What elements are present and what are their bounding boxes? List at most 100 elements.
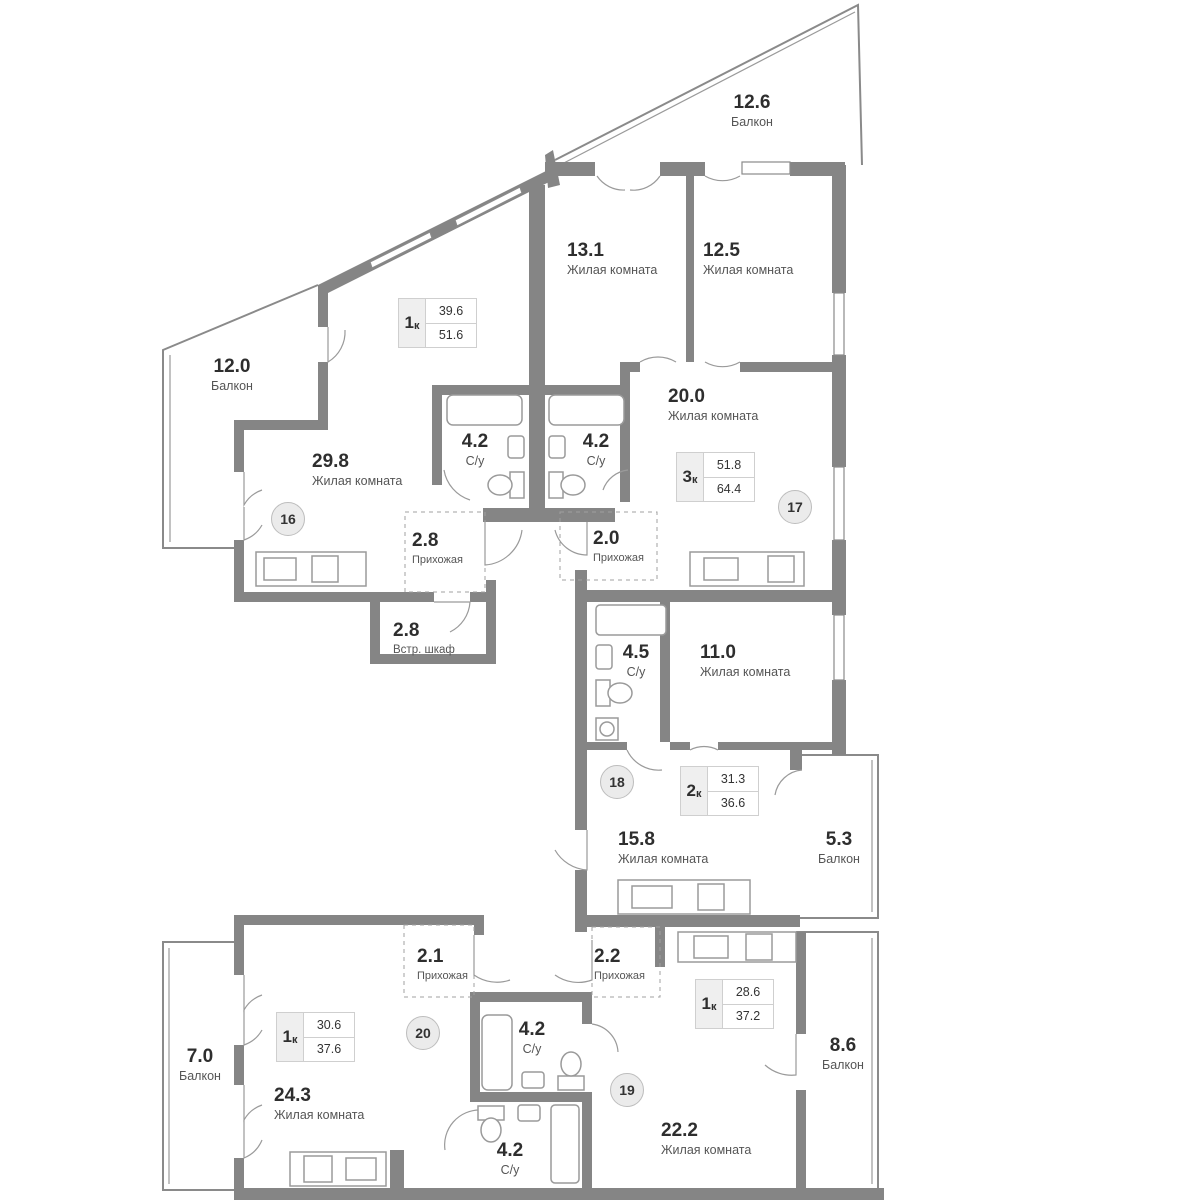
room-label-balcony-12-6: 12.6 Балкон: [712, 92, 792, 130]
room-area: 11.0: [700, 642, 736, 663]
room-label-bath-4-2-b: 4.2 С/у: [576, 431, 616, 469]
room-name: Балкон: [822, 1058, 864, 1072]
room-name: Жилая комната: [567, 263, 658, 277]
room-area: 2.8: [412, 530, 439, 551]
room-label-balcony-7-0: 7.0 Балкон: [168, 1046, 232, 1084]
room-name: Балкон: [818, 852, 860, 866]
room-area: 2.0: [593, 528, 620, 549]
room-area: 29.8: [312, 451, 349, 472]
room-name: С/у: [586, 454, 606, 468]
room-name: Балкон: [179, 1069, 221, 1083]
room-area: 12.0: [213, 356, 251, 377]
room-name: Прихожая: [412, 554, 463, 566]
room-name: Жилая комната: [312, 474, 403, 488]
room-name: Прихожая: [594, 970, 645, 982]
room-label-bath-4-2-c: 4.2 С/у: [512, 1019, 552, 1057]
room-label-living-13-1: 13.1 Жилая комната: [567, 240, 657, 278]
room-label-hall-2-0: 2.0 Прихожая: [593, 528, 644, 566]
room-area: 4.2: [496, 1140, 524, 1161]
room-area: 2.8: [393, 620, 420, 641]
room-area: 12.5: [703, 240, 740, 261]
room-name: Прихожая: [593, 552, 644, 564]
room-name: Встр. шкаф: [393, 644, 455, 656]
room-label-closet-2-8: 2.8 Встр. шкаф: [393, 620, 455, 658]
room-name: Жилая комната: [618, 852, 709, 866]
room-label-living-12-5: 12.5 Жилая комната: [703, 240, 793, 278]
room-area: 5.3: [825, 829, 853, 850]
room-label-hall-2-1: 2.1 Прихожая: [417, 946, 468, 984]
room-area: 13.1: [567, 240, 604, 261]
balcony-outlines: [162, 3, 879, 1191]
room-label-hall-2-2: 2.2 Прихожая: [594, 946, 645, 984]
total-area: 36.6: [708, 790, 758, 816]
room-name: Балкон: [211, 379, 253, 393]
room-label-hall-2-8: 2.8 Прихожая: [412, 530, 463, 568]
room-label-living-24-3: 24.3 Жилая комната: [274, 1085, 364, 1123]
room-area: 20.0: [668, 386, 705, 407]
room-area: 4.2: [582, 431, 610, 452]
room-area: 15.8: [618, 829, 655, 850]
room-name: С/у: [465, 454, 485, 468]
doors: [243, 175, 803, 1159]
room-label-living-11-0: 11.0 Жилая комната: [700, 642, 790, 680]
room-name: Прихожая: [417, 970, 468, 982]
room-area: 4.5: [622, 642, 650, 663]
room-name: Жилая комната: [700, 665, 791, 679]
room-area: 22.2: [661, 1120, 698, 1141]
apartment-number-19[interactable]: 19: [610, 1073, 644, 1107]
total-area: 64.4: [704, 476, 754, 502]
walls: [234, 150, 884, 1200]
room-label-living-15-8: 15.8 Жилая комната: [618, 829, 708, 867]
room-label-living-20-0: 20.0 Жилая комната: [668, 386, 758, 424]
total-area: 37.2: [723, 1003, 773, 1029]
apartment-number-18[interactable]: 18: [600, 765, 634, 799]
fixtures: [255, 394, 805, 1187]
room-name: С/у: [626, 665, 646, 679]
living-area: 28.6: [735, 984, 761, 999]
room-label-bath-4-2-a: 4.2 С/у: [455, 431, 495, 469]
room-area: 8.6: [829, 1035, 857, 1056]
room-area: 2.1: [417, 946, 444, 967]
room-label-living-29-8: 29.8 Жилая комната: [312, 451, 402, 489]
room-area: 7.0: [186, 1046, 214, 1067]
room-name: Балкон: [731, 115, 773, 129]
total-area: 51.6: [426, 322, 476, 348]
living-area: 31.3: [720, 771, 746, 786]
total-area: 37.6: [304, 1036, 354, 1062]
room-name: Жилая комната: [703, 263, 794, 277]
room-label-bath-4-5: 4.5 С/у: [616, 642, 656, 680]
apartment-number-20[interactable]: 20: [406, 1016, 440, 1050]
room-area: 4.2: [518, 1019, 546, 1040]
room-label-balcony-5-3: 5.3 Балкон: [806, 829, 872, 867]
room-area: 24.3: [274, 1085, 311, 1106]
room-label-balcony-12-0: 12.0 Балкон: [192, 356, 272, 394]
living-area: 51.8: [716, 457, 742, 472]
room-name: С/у: [500, 1163, 520, 1177]
room-name: Жилая комната: [274, 1108, 365, 1122]
room-area: 2.2: [594, 946, 621, 967]
room-area: 4.2: [461, 431, 489, 452]
living-area: 39.6: [438, 303, 464, 318]
room-name: Жилая комната: [668, 409, 759, 423]
room-label-living-22-2: 22.2 Жилая комната: [661, 1120, 751, 1158]
room-label-balcony-8-6: 8.6 Балкон: [810, 1035, 876, 1073]
apartment-number-16[interactable]: 16: [271, 502, 305, 536]
room-label-bath-4-2-d: 4.2 С/у: [490, 1140, 530, 1178]
room-area: 12.6: [733, 92, 771, 113]
windows: [369, 161, 845, 681]
room-name: С/у: [522, 1042, 542, 1056]
living-area: 30.6: [316, 1017, 342, 1032]
apartment-number-17[interactable]: 17: [778, 490, 812, 524]
room-name: Жилая комната: [661, 1143, 752, 1157]
